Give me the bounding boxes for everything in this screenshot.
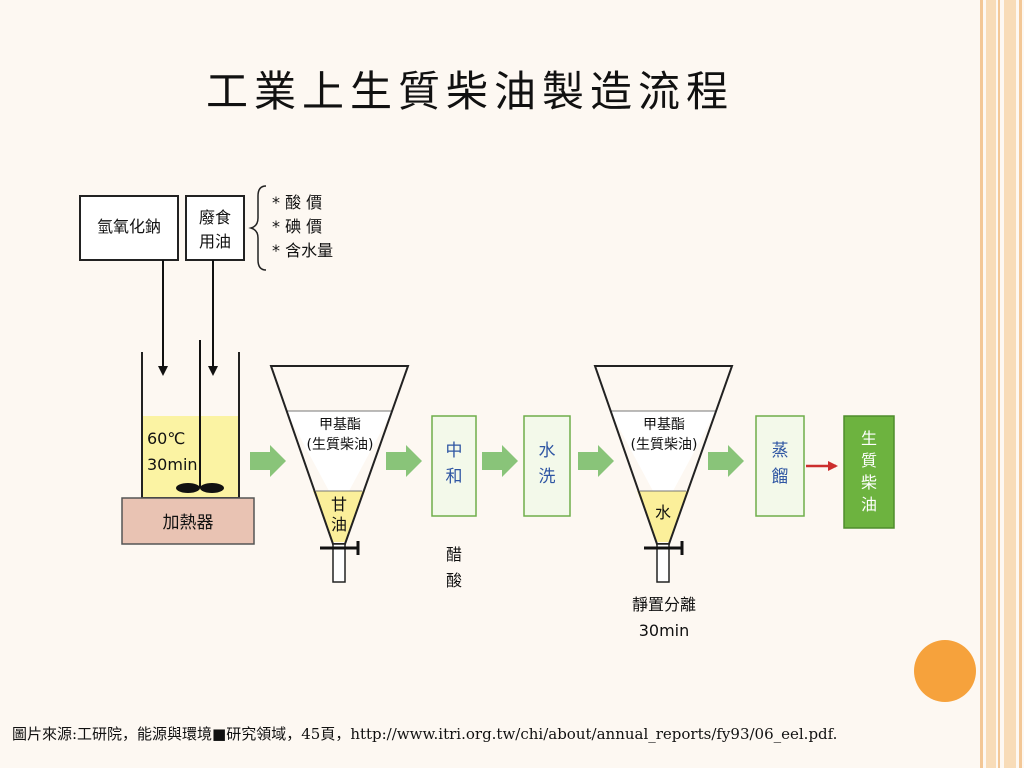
distill-label-1: 蒸 xyxy=(772,441,789,461)
wash-label-2: 洗 xyxy=(539,467,556,487)
brace-icon xyxy=(248,185,267,271)
waste-oil-label-2: 用油 xyxy=(199,232,231,251)
decorative-stripes xyxy=(980,0,1024,768)
stripe xyxy=(1004,0,1016,768)
funnel1-oil-layer xyxy=(286,411,392,491)
funnel1-glycerin-layer xyxy=(313,491,365,542)
oil-note-acid: * 酸 價 xyxy=(272,193,322,212)
wash-label-1: 水 xyxy=(539,441,556,461)
funnel2-top-label-1: 甲基酯 xyxy=(643,416,685,433)
page-title: 工業上生質柴油製造流程 xyxy=(205,67,734,116)
settle-label-1: 靜置分離 xyxy=(632,595,696,614)
product-box xyxy=(843,415,895,529)
funnel2-stem xyxy=(656,543,670,583)
funnel2-top-label-2: (生質柴油) xyxy=(631,437,698,453)
valve-icon xyxy=(320,541,360,555)
stirrer-icon xyxy=(176,483,224,493)
flow-arrow-icon xyxy=(578,445,614,477)
naoh-label: 氫氧化鈉 xyxy=(97,217,161,236)
funnel2-water-layer xyxy=(637,491,689,542)
funnel1-bottom-label-1: 甘 xyxy=(331,495,347,514)
settle-label-2: 30min xyxy=(639,621,690,640)
oil-note-iodine: * 碘 價 xyxy=(272,217,322,236)
stripe xyxy=(986,0,996,768)
valve-icon xyxy=(644,541,684,555)
neutralize-box xyxy=(431,415,477,517)
product-label-4: 油 xyxy=(861,495,877,514)
stripe xyxy=(998,0,1000,768)
decorative-circle xyxy=(914,640,976,702)
funnel2-bottom-label: 水 xyxy=(655,503,671,522)
flow-arrow-icon xyxy=(250,445,286,477)
distill-label-2: 餾 xyxy=(772,466,789,487)
neutralize-label-1: 中 xyxy=(446,441,463,461)
flow-arrow-icon xyxy=(386,445,422,477)
product-label-1: 生 xyxy=(861,429,877,448)
waste-oil-box xyxy=(185,195,245,261)
flow-arrow-icon xyxy=(482,445,518,477)
wash-box xyxy=(523,415,571,517)
flow-arrow-icon xyxy=(708,445,744,477)
source-caption: 圖片來源:工研院，能源與環境■研究領域，45頁，http://www.itri.… xyxy=(12,725,838,743)
stripe xyxy=(980,0,983,768)
neutralize-label-2: 和 xyxy=(446,467,463,487)
oil-note-water: * 含水量 xyxy=(272,241,333,260)
funnel1-top-label-1: 甲基酯 xyxy=(319,416,361,433)
naoh-box xyxy=(79,195,179,261)
funnel1-top-label-2: (生質柴油) xyxy=(307,437,374,453)
reactor-temp-label: 60℃ xyxy=(147,429,185,448)
heater-box xyxy=(121,497,255,545)
distill-box xyxy=(755,415,805,517)
waste-oil-label-1: 廢食 xyxy=(199,208,231,227)
funnel1-bottom-label-2: 油 xyxy=(331,515,347,534)
product-label-3: 柴 xyxy=(861,473,877,492)
heater-label: 加熱器 xyxy=(163,513,214,533)
product-label-2: 質 xyxy=(861,451,877,470)
acetic-acid-label-2: 酸 xyxy=(446,571,462,590)
reactor-time-label: 30min xyxy=(147,455,198,474)
funnel2-oil-layer xyxy=(610,411,716,491)
funnel1-stem xyxy=(332,543,346,583)
acetic-acid-label-1: 醋 xyxy=(446,545,462,564)
stripe xyxy=(1019,0,1022,768)
